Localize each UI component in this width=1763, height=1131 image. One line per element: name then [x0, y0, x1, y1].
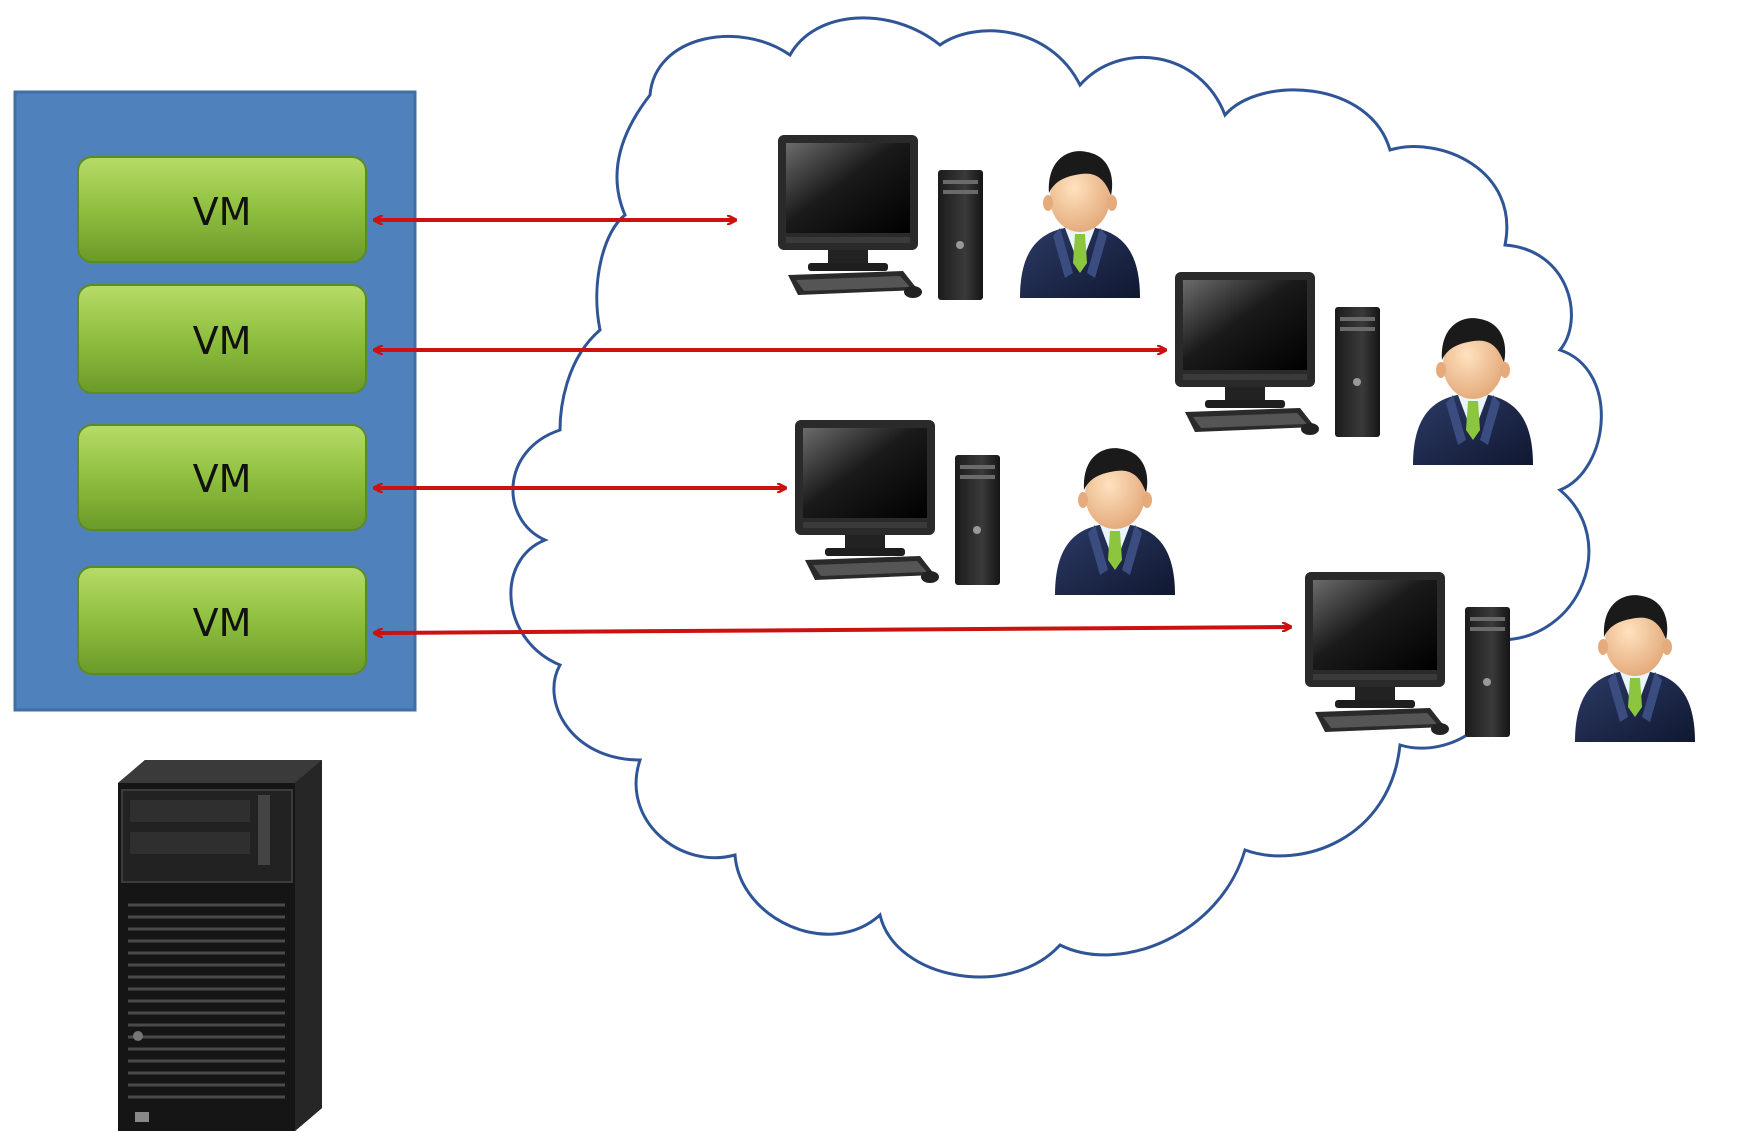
desktop-computer-icon: [778, 135, 983, 300]
cloud-outline: [509, 16, 1603, 979]
vm-block[interactable]: VM: [77, 566, 367, 675]
connection-arrow: [375, 627, 1290, 633]
vm-label: VM: [193, 190, 252, 234]
desktop-computer-icon: [1175, 272, 1380, 437]
business-user-icon: [1575, 595, 1695, 742]
vm-block[interactable]: VM: [77, 424, 367, 531]
vm-label: VM: [193, 457, 252, 501]
vm-block[interactable]: VM: [77, 284, 367, 394]
desktop-computer-icon: [795, 420, 1000, 585]
desktop-computer-icon: [1305, 572, 1510, 737]
business-user-icon: [1413, 318, 1533, 465]
vm-label: VM: [193, 319, 252, 363]
business-user-icon: [1055, 448, 1175, 595]
server-tower-icon: [118, 760, 322, 1131]
business-user-icon: [1020, 151, 1140, 298]
vm-block[interactable]: VM: [77, 156, 367, 263]
vm-label: VM: [193, 601, 252, 645]
